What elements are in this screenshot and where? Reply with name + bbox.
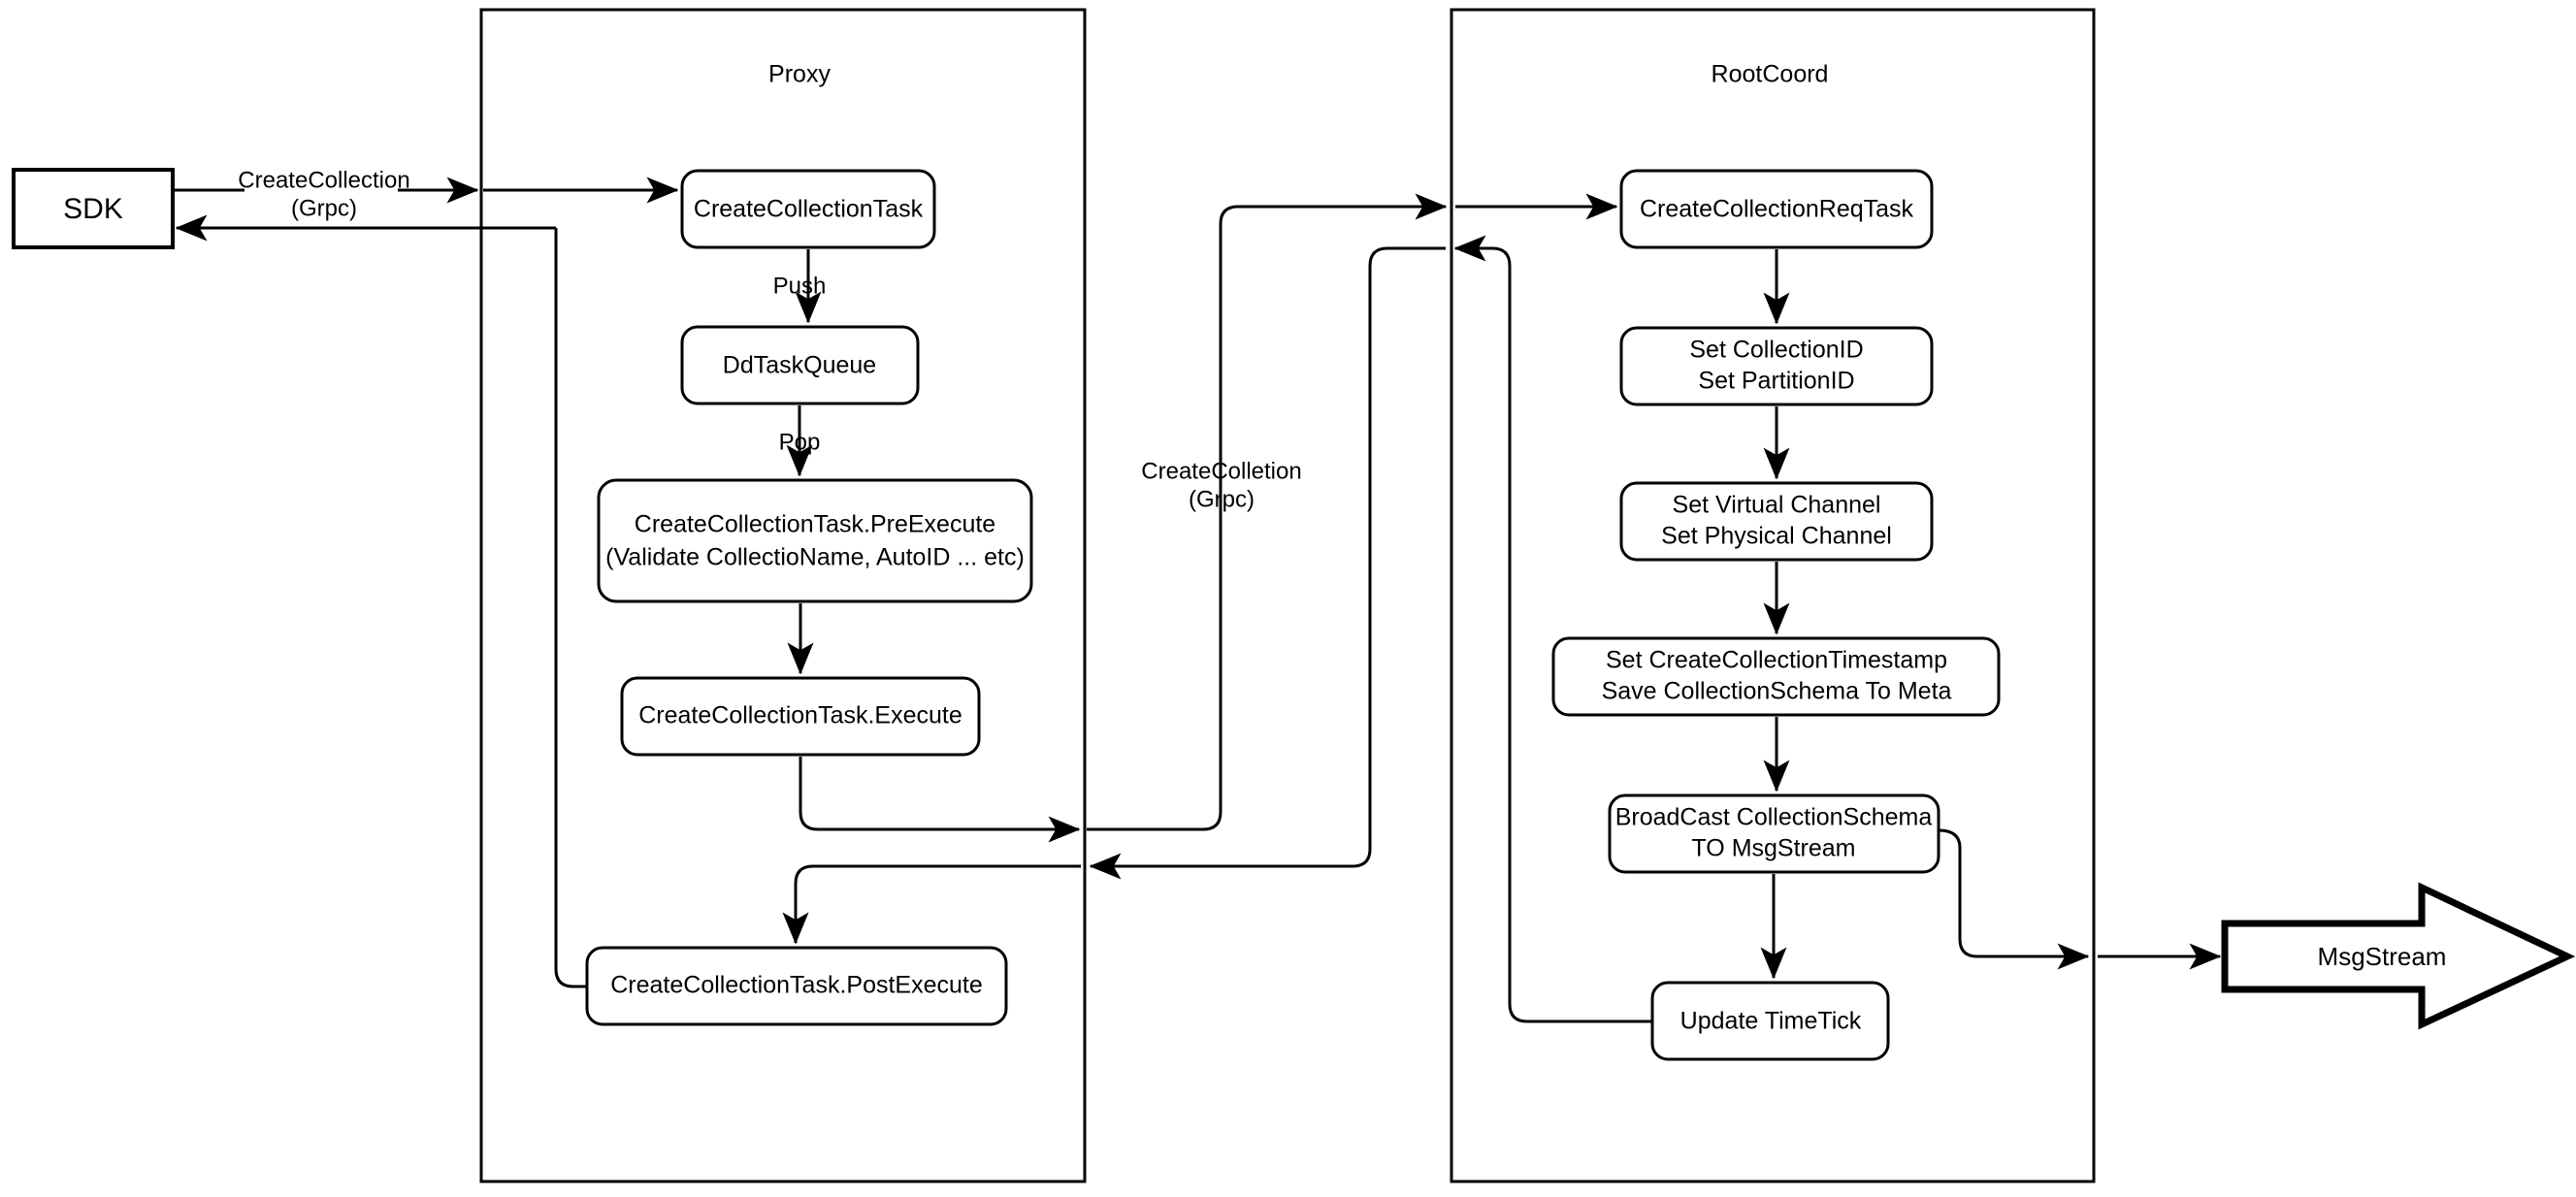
node-sdk[interactable]: SDK bbox=[12, 168, 175, 249]
execute-rect bbox=[620, 676, 981, 757]
edge-label-push: Push bbox=[773, 273, 827, 299]
sdk-rect bbox=[12, 168, 175, 249]
node-set-channels[interactable]: Set Virtual Channel Set Physical Channel bbox=[1619, 481, 1934, 562]
edge-return-to-postexecute bbox=[782, 864, 1081, 945]
edge-execute-to-proxy-border bbox=[799, 757, 1081, 843]
edge-label-pop: Pop bbox=[779, 429, 821, 455]
sdk-to-proxy-label-line1: CreateCollection bbox=[238, 167, 409, 193]
sdk-label: SDK bbox=[63, 193, 123, 225]
edge-proxy-to-rootcoord-border bbox=[1087, 193, 1448, 831]
proxy-container-label: Proxy bbox=[768, 61, 831, 88]
sdk-to-proxy-label-line2: (Grpc) bbox=[291, 195, 357, 221]
node-create-collection-task[interactable]: CreateCollectionTask bbox=[680, 169, 936, 249]
edge-timetick-to-rootcoord-border bbox=[1453, 235, 1652, 1023]
node-update-timetick[interactable]: Update TimeTick bbox=[1650, 981, 1890, 1061]
set-channels-label-line1: Set Virtual Channel bbox=[1673, 492, 1881, 519]
rootcoord-container-label: RootCoord bbox=[1712, 61, 1829, 88]
create-collection-req-task-label: CreateCollectionReqTask bbox=[1640, 196, 1914, 223]
broadcast-label-line1: BroadCast CollectionSchema bbox=[1615, 804, 1933, 831]
set-ids-label-line2: Set PartitionID bbox=[1698, 368, 1854, 395]
edge-label-sdk-to-proxy: CreateCollection (Grpc) bbox=[238, 167, 409, 221]
edge-label-proxy-to-rootcoord: CreateColletion (Grpc) bbox=[1141, 458, 1301, 512]
dd-task-queue-label: DdTaskQueue bbox=[723, 352, 876, 379]
node-save-meta[interactable]: Set CreateCollectionTimestamp Save Colle… bbox=[1551, 636, 2001, 717]
pre-execute-rect bbox=[597, 478, 1033, 603]
node-pre-execute[interactable]: CreateCollectionTask.PreExecute (Validat… bbox=[597, 478, 1033, 603]
node-set-ids[interactable]: Set CollectionID Set PartitionID bbox=[1619, 326, 1934, 406]
post-execute-label: CreateCollectionTask.PostExecute bbox=[610, 972, 983, 999]
node-msgstream[interactable]: MsgStream bbox=[2221, 882, 2576, 1030]
execute-label: CreateCollectionTask.Execute bbox=[638, 702, 962, 729]
save-meta-rect bbox=[1551, 636, 2001, 717]
node-dd-task-queue[interactable]: DdTaskQueue bbox=[680, 325, 920, 405]
update-timetick-label: Update TimeTick bbox=[1680, 1008, 1862, 1035]
proxy-to-rootcoord-label-line1: CreateColletion bbox=[1141, 458, 1301, 484]
save-meta-label-line1: Set CreateCollectionTimestamp bbox=[1606, 647, 1947, 674]
broadcast-label-line2: TO MsgStream bbox=[1691, 835, 1855, 862]
msgstream-label: MsgStream bbox=[2318, 942, 2447, 971]
set-channels-rect bbox=[1619, 481, 1934, 562]
node-broadcast[interactable]: BroadCast CollectionSchema TO MsgStream bbox=[1608, 793, 1940, 874]
dd-task-queue-rect bbox=[680, 325, 920, 405]
edge-rootcoord-to-proxy-return bbox=[1089, 246, 1446, 880]
set-ids-rect bbox=[1619, 326, 1934, 406]
create-collection-task-label: CreateCollectionTask bbox=[694, 196, 924, 223]
proxy-to-rootcoord-label-line2: (Grpc) bbox=[1189, 486, 1255, 512]
node-create-collection-req-task[interactable]: CreateCollectionReqTask bbox=[1619, 169, 1934, 249]
broadcast-rect bbox=[1608, 793, 1940, 874]
set-ids-label-line1: Set CollectionID bbox=[1689, 337, 1863, 364]
set-channels-label-line2: Set Physical Channel bbox=[1661, 523, 1892, 550]
edge-postexecute-to-sdk-return bbox=[554, 228, 587, 988]
node-execute[interactable]: CreateCollectionTask.Execute bbox=[620, 676, 981, 757]
create-collection-task-rect bbox=[680, 169, 936, 249]
pre-execute-label-line2: (Validate CollectioName, AutoID ... etc) bbox=[605, 544, 1025, 571]
edge-broadcast-to-msgstream-border bbox=[1938, 828, 2090, 970]
save-meta-label-line2: Save CollectionSchema To Meta bbox=[1602, 678, 1952, 705]
pre-execute-label-line1: CreateCollectionTask.PreExecute bbox=[635, 511, 995, 538]
create-collection-req-task-rect bbox=[1619, 169, 1934, 249]
msgstream-arrow-shape bbox=[2221, 882, 2576, 1030]
node-post-execute[interactable]: CreateCollectionTask.PostExecute bbox=[585, 946, 1008, 1026]
